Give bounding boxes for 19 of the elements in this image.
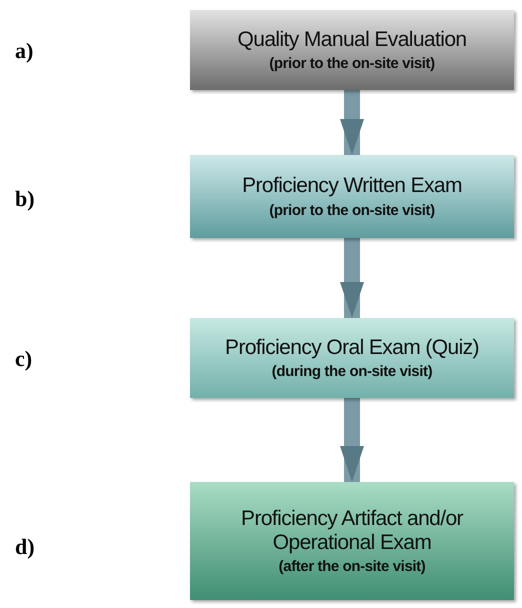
step-letter: d) [15,534,35,560]
step-title: Proficiency Artifact and/or Operational Exam [240,506,464,556]
step-note: (prior to the on-site visit) [269,55,435,72]
process-box [190,318,514,398]
process-box [190,155,514,238]
step-title: Proficiency Oral Exam (Quiz) [225,336,479,360]
arrow [340,398,364,482]
step-note: (after the on-site visit) [278,558,426,576]
step-note: (prior to the on-site visit) [269,202,435,219]
step-letter: c) [15,346,32,372]
arrow [340,238,364,318]
step-letter: b) [15,186,35,212]
step-title: Quality Manual Evaluation [238,28,466,52]
step-title: Proficiency Written Exam [242,174,462,199]
process-box [190,482,514,600]
process-box [190,10,514,90]
step-note: (during the on-site visit) [272,363,432,380]
step-letter: a) [15,38,34,64]
arrow [340,90,364,155]
